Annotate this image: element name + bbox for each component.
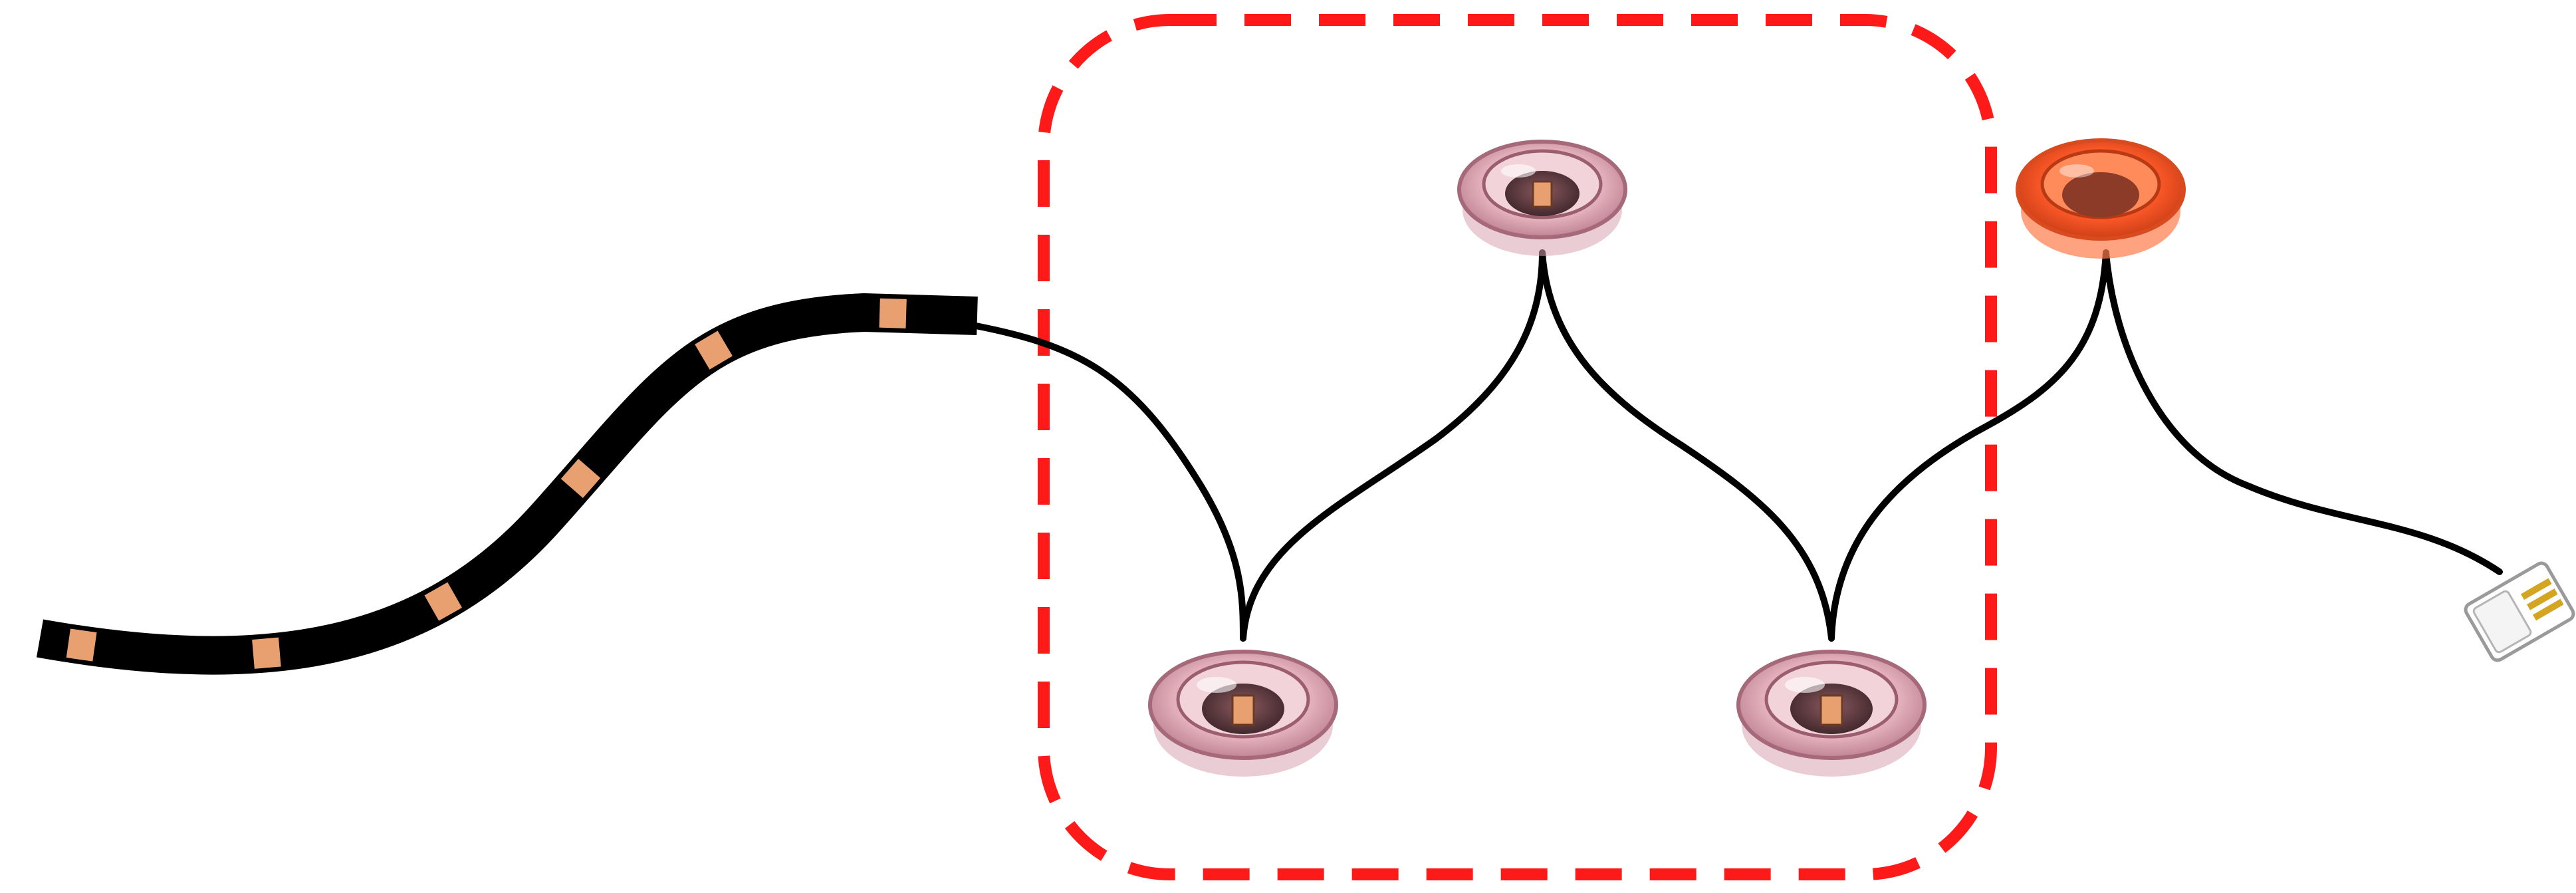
led-strip	[36, 293, 978, 675]
puck-light-3-chip	[1819, 694, 1843, 726]
puck-light-1-chip	[1231, 694, 1255, 726]
highlight-box	[1038, 14, 1997, 880]
connector-pin-3	[2532, 598, 2564, 621]
led-chip	[695, 330, 733, 370]
connector-pin-2	[2526, 588, 2558, 610]
puck-light-lit	[2016, 138, 2186, 259]
wire-strip-to-bulb1	[973, 322, 1246, 642]
led-chip	[424, 582, 462, 621]
led-chip	[879, 298, 907, 328]
led-chip-group	[66, 298, 907, 669]
puck-light-2-chip	[1532, 180, 1553, 208]
connector-pin-1	[2520, 578, 2552, 600]
wire-bulb2-to-bulb3	[1539, 249, 1835, 642]
wire-group	[973, 249, 2503, 642]
led-chip	[66, 628, 97, 662]
led-chip	[560, 458, 601, 499]
led-chip	[252, 637, 281, 669]
wire-bulb4-to-connector	[2103, 249, 2503, 575]
plug-connector	[2464, 561, 2575, 662]
wire-bulb1-to-bulb2	[1240, 249, 1546, 642]
puck-light-3	[1736, 650, 1927, 777]
puck-light-1	[1148, 650, 1338, 777]
puck-light-2	[1457, 140, 1627, 256]
wire-bulb3-to-bulb4	[1828, 249, 2109, 642]
